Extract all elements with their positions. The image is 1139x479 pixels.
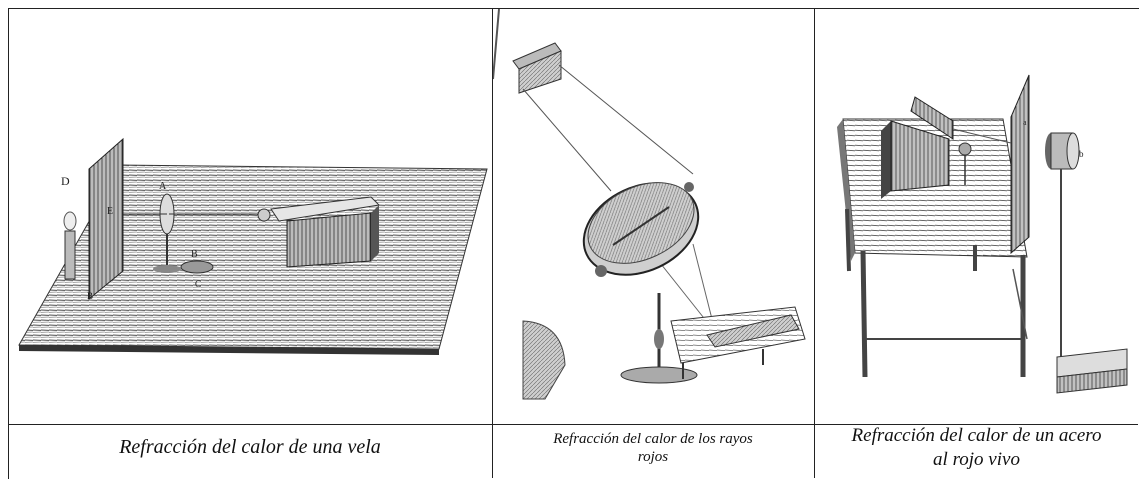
column-divider-2 bbox=[814, 8, 815, 478]
red-hot-steel-experiment-engraving: a b bbox=[837, 74, 1128, 394]
label-a: a bbox=[1023, 118, 1027, 127]
caption-red-hot-steel-line2: al rojo vivo bbox=[933, 449, 1020, 470]
caption-candle-text: Refracción del calor de una vela bbox=[119, 436, 381, 458]
mirror-red-rays-experiment-engraving bbox=[493, 9, 806, 400]
label-b-dish: B bbox=[191, 249, 198, 260]
label-a: A bbox=[159, 181, 167, 192]
caption-red-hot-steel-line1: Refracción del calor de un acero bbox=[851, 425, 1102, 446]
caption-candle: Refracción del calor de una vela bbox=[9, 436, 491, 459]
label-d: D bbox=[61, 174, 70, 188]
caption-red-rays-line1: Refracción del calor de los rayos bbox=[553, 431, 753, 447]
figure-red-hot-steel: a b bbox=[815, 9, 1137, 423]
candle-lens-experiment-engraving: D E A B C B bbox=[18, 137, 488, 355]
label-e: E bbox=[107, 206, 113, 217]
column-divider-1 bbox=[492, 8, 493, 478]
label-b: b bbox=[1079, 149, 1084, 159]
caption-red-rays-line2: rojos bbox=[637, 449, 669, 465]
caption-red-rays: Refracción del calor de los rayos rojos bbox=[493, 430, 813, 466]
figure-candle: D E A B C B bbox=[9, 9, 491, 423]
figure-table bbox=[8, 8, 1139, 479]
label-c: C bbox=[195, 279, 201, 289]
label-b-screen: B bbox=[87, 291, 93, 301]
caption-red-hot-steel: Refracción del calor de un acero al rojo… bbox=[815, 424, 1138, 472]
caption-divider bbox=[8, 424, 1138, 425]
figure-red-rays bbox=[493, 9, 813, 423]
